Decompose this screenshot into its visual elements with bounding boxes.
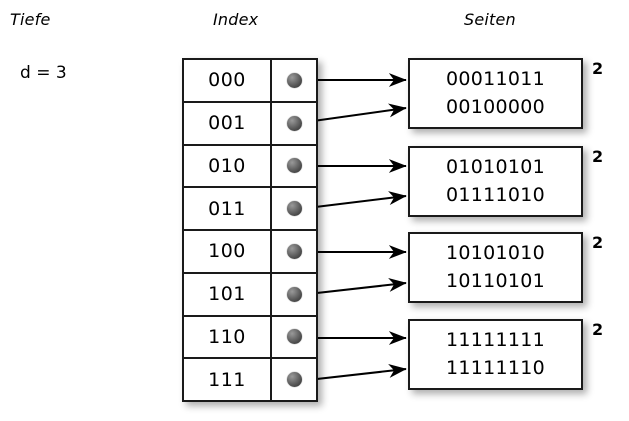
index-row[interactable]: 100 (184, 231, 316, 274)
index-row[interactable]: 000 (184, 60, 316, 103)
page-record: 11111111 (445, 328, 546, 351)
index-row[interactable]: 011 (184, 188, 316, 231)
page-record: 10110101 (445, 269, 546, 292)
index-pointer-cell[interactable] (272, 231, 316, 272)
index-pointer-cell[interactable] (272, 60, 316, 101)
page-record: 00011011 (445, 67, 546, 90)
page-depth-badge: 2 (592, 147, 604, 166)
index-key: 100 (184, 231, 272, 272)
page-depth-badge: 2 (592, 320, 604, 339)
page-box[interactable]: 11111111 11111110 (408, 319, 583, 390)
index-pointer-cell[interactable] (272, 317, 316, 358)
index-row[interactable]: 001 (184, 102, 316, 146)
depth-value-label: d = 3 (20, 63, 67, 83)
index-key: 111 (184, 359, 272, 400)
index-key: 000 (184, 60, 272, 101)
index-key: 011 (184, 188, 272, 229)
page-box[interactable]: 01010101 01111010 (408, 146, 583, 217)
page-depth-badge: 2 (592, 233, 604, 252)
bullet-dot-icon (286, 115, 302, 131)
page-depth-badge: 2 (592, 59, 604, 78)
index-key: 010 (184, 145, 272, 187)
bullet-dot-icon (286, 372, 302, 388)
column-heading-depth: Tiefe (10, 10, 51, 29)
index-key: 110 (184, 316, 272, 358)
index-pointer-cell[interactable] (272, 359, 316, 400)
index-table: 000 001 010 011 100 101 110 (182, 58, 318, 402)
bullet-dot-icon (286, 72, 302, 88)
index-key: 001 (184, 102, 272, 144)
bullet-dot-icon (286, 158, 302, 174)
column-heading-index: Index (213, 10, 259, 29)
bullet-dot-icon (286, 243, 302, 259)
page-record: 11111110 (445, 356, 546, 379)
index-pointer-cell[interactable] (272, 103, 316, 144)
index-row[interactable]: 110 (184, 316, 316, 360)
index-row[interactable]: 101 (184, 273, 316, 317)
page-record: 01111010 (445, 183, 546, 206)
index-pointer-cell[interactable] (272, 146, 316, 187)
index-row[interactable]: 010 (184, 145, 316, 189)
page-box[interactable]: 00011011 00100000 (408, 58, 583, 129)
bullet-dot-icon (286, 329, 302, 345)
page-record: 10101010 (445, 241, 546, 264)
index-pointer-cell[interactable] (272, 188, 316, 229)
index-row[interactable]: 111 (184, 359, 316, 400)
column-heading-pages: Seiten (464, 10, 516, 29)
bullet-dot-icon (286, 286, 302, 302)
page-box[interactable]: 10101010 10110101 (408, 232, 583, 303)
page-record: 01010101 (445, 155, 546, 178)
index-pointer-cell[interactable] (272, 274, 316, 315)
page-record: 00100000 (445, 95, 546, 118)
bullet-dot-icon (286, 201, 302, 217)
index-key: 101 (184, 273, 272, 315)
